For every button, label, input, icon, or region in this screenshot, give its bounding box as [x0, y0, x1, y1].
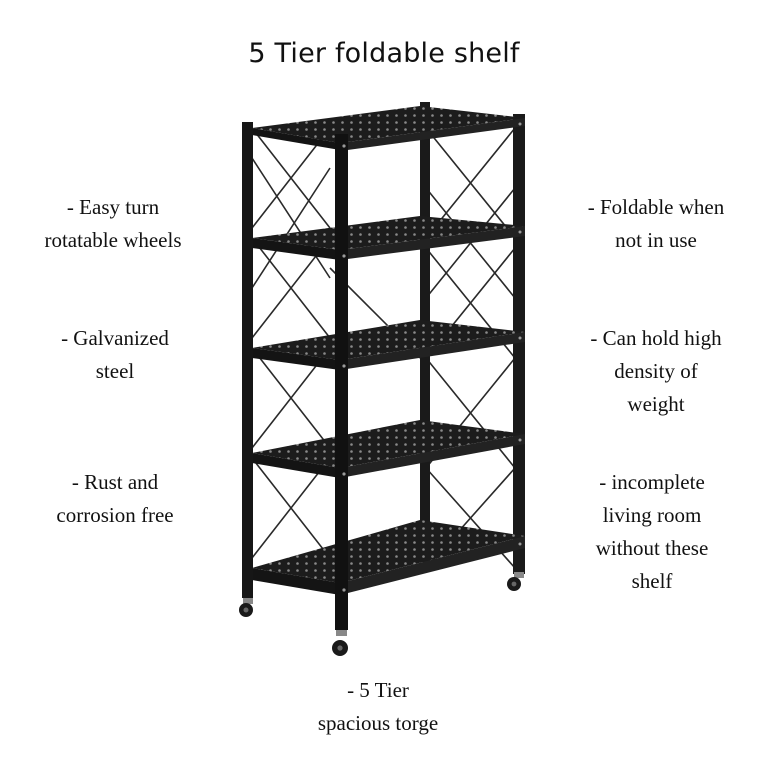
feature-line: corrosion free: [56, 503, 174, 527]
page-title: 5 Tier foldable shelf: [248, 38, 520, 69]
feature-line: shelf: [631, 569, 673, 593]
feature-line: - Foldable when: [587, 195, 725, 219]
feature-galvanized-steel: - Galvanized steel: [15, 322, 215, 388]
shelf-product-image: [230, 98, 535, 673]
feature-line: not in use: [615, 228, 697, 252]
feature-line: steel: [95, 359, 135, 383]
feature-foldable: - Foldable when not in use: [556, 191, 756, 257]
feature-line: - Galvanized: [61, 326, 169, 350]
feature-line: weight: [627, 392, 685, 416]
feature-easy-turn-wheels: - Easy turn rotatable wheels: [13, 191, 213, 257]
feature-line: - Can hold high: [590, 326, 722, 350]
feature-line: spacious torge: [317, 711, 439, 735]
feature-line: - Rust and: [71, 470, 159, 494]
feature-high-density-weight: - Can hold high density of weight: [556, 322, 756, 421]
feature-line: - Easy turn: [66, 195, 160, 219]
caster-wheel-icon: [239, 572, 524, 656]
feature-line: rotatable wheels: [44, 228, 182, 252]
feature-line: living room: [602, 503, 702, 527]
feature-line: without these: [595, 536, 709, 560]
feature-line: - 5 Tier: [347, 678, 409, 702]
feature-spacious-storage: - 5 Tier spacious torge: [278, 674, 478, 740]
feature-line: - incomplete: [599, 470, 705, 494]
feature-living-room: - incomplete living room without these s…: [552, 466, 752, 598]
shelf-illustration: [239, 102, 525, 656]
feature-rust-free: - Rust and corrosion free: [15, 466, 215, 532]
feature-line: density of: [614, 359, 698, 383]
